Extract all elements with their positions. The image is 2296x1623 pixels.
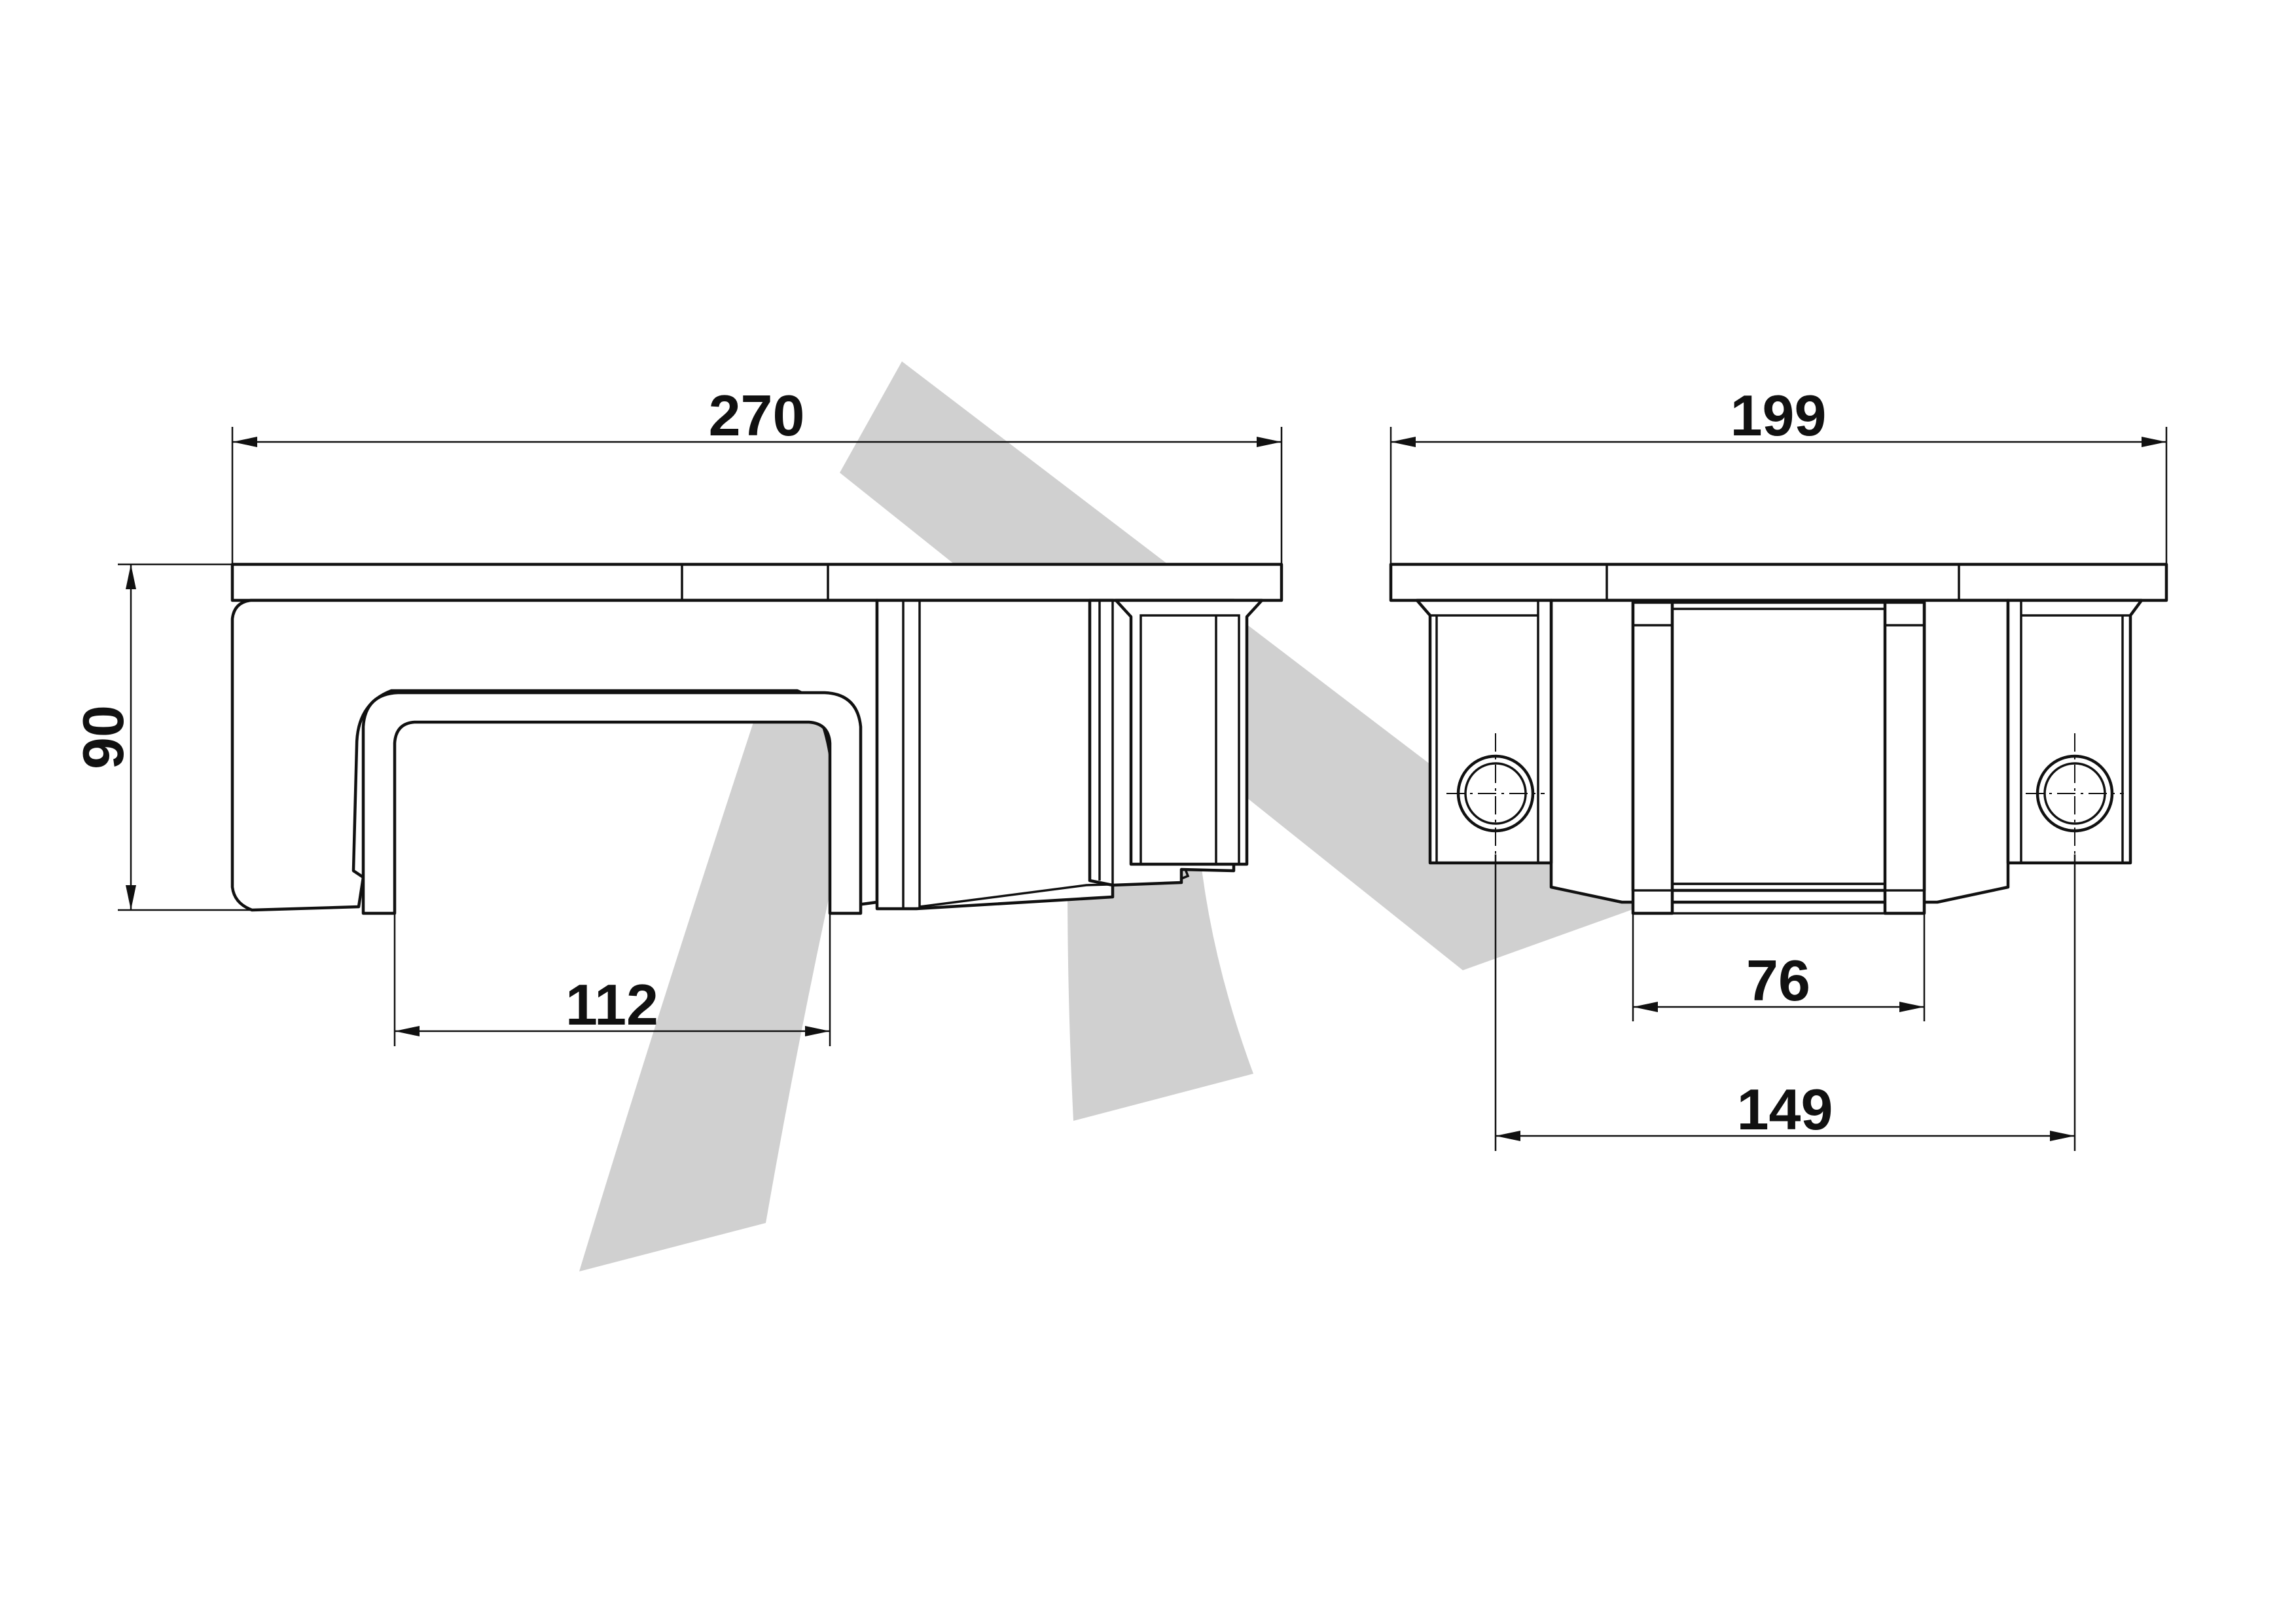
side-dimension-slot: 112 xyxy=(393,913,831,1046)
dim-slot-label: 112 xyxy=(565,972,658,1037)
dim-hole-spacing-label: 149 xyxy=(1737,1077,1833,1142)
side-u-clamp-outer xyxy=(361,691,863,915)
watermark-left-leg xyxy=(579,576,903,1271)
side-dimension-length: 270 xyxy=(231,383,1283,564)
side-top-plate xyxy=(230,562,1283,602)
end-dimension-width: 199 xyxy=(1390,383,2168,564)
side-post-neck xyxy=(1114,598,1264,866)
end-inner-left-rib xyxy=(1631,600,1674,915)
end-view xyxy=(1389,562,2168,915)
dim-width-label: 199 xyxy=(1731,383,1827,448)
side-right-housing xyxy=(875,598,1115,911)
end-dimension-opening: 76 xyxy=(1632,913,1926,1021)
end-inner-right-rib xyxy=(1883,600,1926,915)
dim-opening-label: 76 xyxy=(1746,948,1810,1013)
side-view xyxy=(230,562,1283,915)
end-top-plate xyxy=(1389,562,2168,602)
dim-length-label: 270 xyxy=(709,383,805,448)
side-post-inner xyxy=(1139,614,1240,866)
side-dimension-height: 90 xyxy=(71,563,252,911)
end-inner-frame xyxy=(1631,600,1926,892)
dim-height-label: 90 xyxy=(71,705,135,769)
end-dimension-hole-spacing: 149 xyxy=(1494,854,2076,1151)
